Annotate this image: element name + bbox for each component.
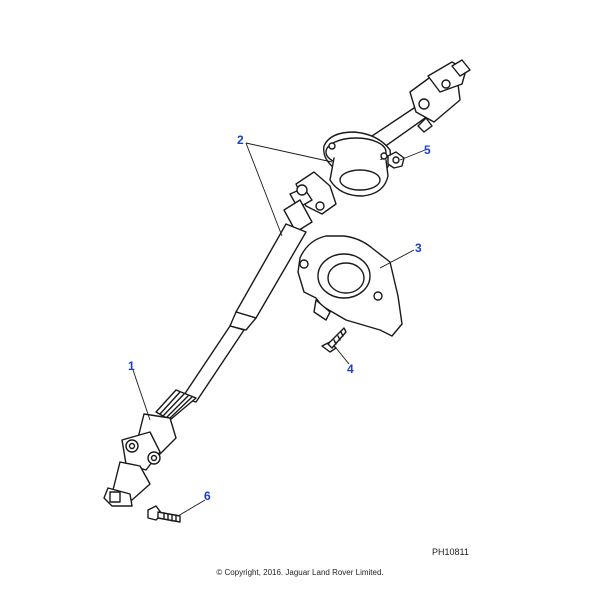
callout-5: 5 — [424, 143, 431, 157]
lower-universal-joint — [103, 413, 177, 507]
flange-nut — [387, 151, 405, 169]
bearing-housing — [323, 131, 392, 197]
leader-6 — [177, 499, 206, 517]
pinch-bolt-6 — [147, 505, 181, 523]
callout-6: 6 — [204, 489, 211, 503]
mounting-plate — [297, 235, 403, 337]
leader-4 — [335, 347, 350, 365]
callout-2: 2 — [237, 133, 244, 147]
leader-2b — [245, 142, 283, 237]
callout-1: 1 — [128, 359, 135, 373]
callout-labels: 1 2 3 4 5 6 — [128, 133, 431, 503]
leader-1 — [132, 369, 151, 421]
intermediate-shaft — [155, 223, 307, 421]
callout-3: 3 — [415, 241, 422, 255]
leader-lines — [132, 142, 426, 517]
leader-3 — [379, 249, 415, 269]
middle-universal-joint — [283, 171, 337, 233]
bolt-4 — [321, 327, 347, 353]
leader-2a — [245, 142, 333, 163]
copyright-notice: © Copyright, 2016. Jaguar Land Rover Lim… — [216, 568, 384, 577]
callout-4: 4 — [347, 362, 354, 376]
reference-code: PH10811 — [432, 547, 469, 557]
upper-column-shaft — [371, 59, 471, 151]
leader-5 — [399, 149, 426, 161]
